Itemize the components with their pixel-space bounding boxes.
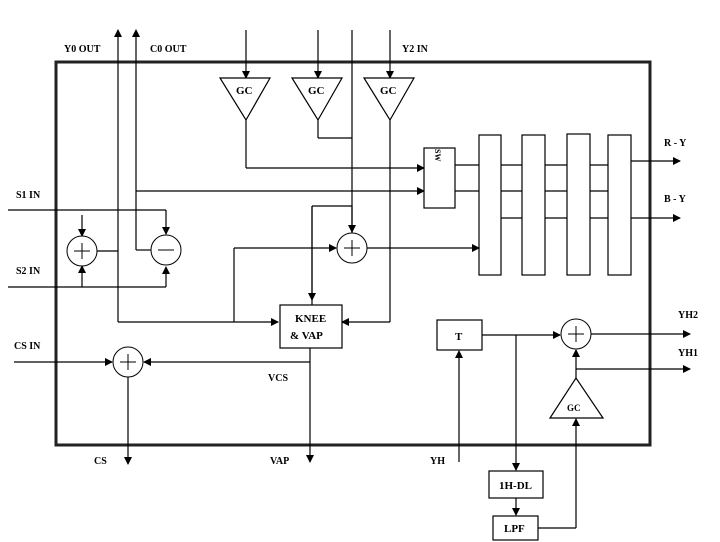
lpf-label: LPF xyxy=(504,523,525,535)
y0-out-label: Y0 OUT xyxy=(64,44,101,55)
adder-cs xyxy=(112,346,144,378)
yh2-label: YH2 xyxy=(678,310,698,321)
s2-in-label: S2 IN xyxy=(16,266,41,277)
stage-block-2 xyxy=(521,134,546,276)
chip-frame xyxy=(54,60,652,447)
y0-out-signal xyxy=(114,29,279,326)
adder-s xyxy=(66,235,98,267)
cs-in-label: CS IN xyxy=(14,341,41,352)
switch-block: SW xyxy=(423,147,456,209)
b-y-label: B - Y xyxy=(664,194,687,205)
c0-out-label: C0 OUT xyxy=(150,44,187,55)
gc-amp-4-label: GC xyxy=(567,403,581,413)
interstage-lines xyxy=(501,164,608,219)
t-block-label: T xyxy=(455,331,463,343)
gc-amp-1: GC xyxy=(218,77,272,122)
subtractor xyxy=(150,234,182,266)
switch-label: SW xyxy=(433,149,442,161)
s1-in-label: S1 IN xyxy=(16,190,41,201)
yh-label: YH xyxy=(430,456,445,467)
stage-block-4 xyxy=(607,134,632,276)
lpf-block: LPF xyxy=(492,515,539,541)
gc-amp-3: GC xyxy=(362,77,416,122)
vcs-label: VCS xyxy=(268,373,288,384)
yh1-label: YH1 xyxy=(678,348,698,359)
adder-yh xyxy=(560,318,592,350)
knee-vap-block: KNEE & VAP xyxy=(279,304,343,349)
t-block: T xyxy=(436,319,483,351)
delay-line-label: 1H-DL xyxy=(499,480,532,492)
vap-block-label: & VAP xyxy=(290,330,323,342)
delay-line-block: 1H-DL xyxy=(488,470,544,499)
gc-amp-3-label: GC xyxy=(380,85,397,97)
vap-label: VAP xyxy=(270,456,289,467)
cs-label: CS xyxy=(94,456,107,467)
y2-in-label: Y2 IN xyxy=(402,44,429,55)
stage-block-3 xyxy=(566,133,591,276)
r-y-label: R - Y xyxy=(664,138,687,149)
gc-amp-2-label: GC xyxy=(308,85,325,97)
gc-amp-2: GC xyxy=(290,77,344,122)
gc-amp-4: GC xyxy=(548,376,605,419)
adder-mid xyxy=(336,232,368,264)
c0-out-signal xyxy=(132,29,152,251)
knee-label: KNEE xyxy=(295,313,326,325)
stage-block-1 xyxy=(478,134,502,276)
gc-amp-1-label: GC xyxy=(236,85,253,97)
